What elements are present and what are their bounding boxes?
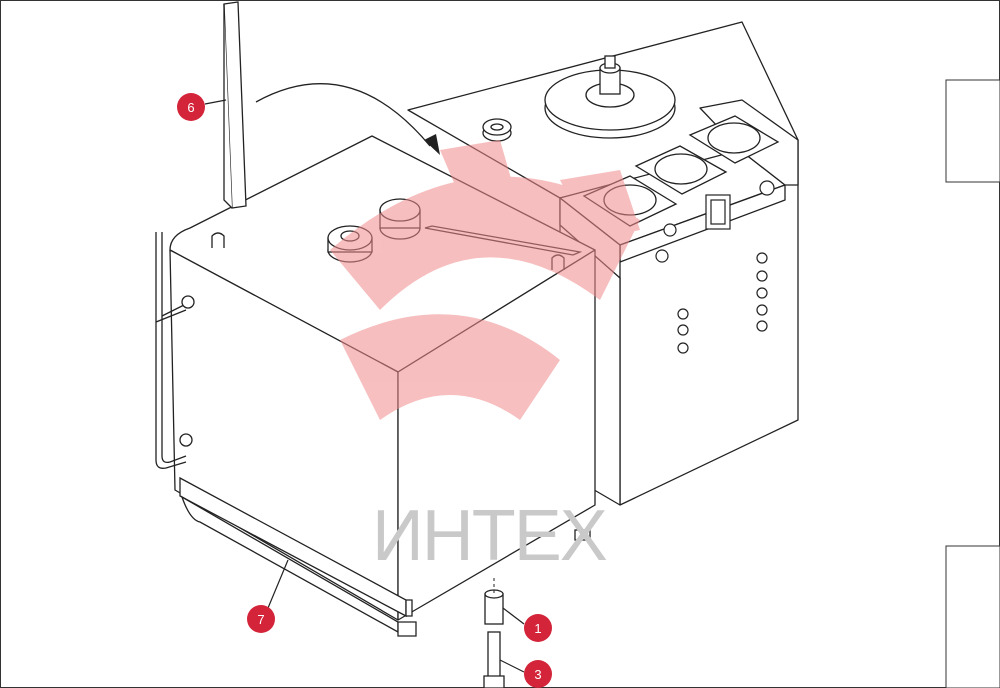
leader-7 [267,559,289,609]
callout-7-label: 7 [257,612,264,627]
callout-1[interactable]: 1 [524,614,552,642]
callout-6[interactable]: 6 [177,93,205,121]
callout-3-label: 3 [534,667,541,682]
base-frame [179,476,591,637]
assembly-arrow [255,83,431,147]
watermark-text: ИНТЕХ [372,496,607,576]
level-pipe [155,232,195,469]
hex-bolt [483,631,505,688]
arrow-head [424,134,440,155]
vertical-strip [223,1,247,209]
leader-3 [499,659,525,673]
watermark-logo [330,140,640,420]
callout-6-label: 6 [187,100,194,115]
filler-cap-back [482,118,512,142]
callout-7[interactable]: 7 [247,605,275,633]
leader-6 [204,99,227,105]
spacer-sleeve [484,589,504,625]
side-tab-bottom [945,545,1000,688]
fittings [655,180,775,354]
callout-3[interactable]: 3 [524,660,552,688]
callout-1-label: 1 [534,621,541,636]
leader-1 [502,607,525,625]
rotor-disc [544,55,676,139]
side-tab-top [945,79,1000,183]
